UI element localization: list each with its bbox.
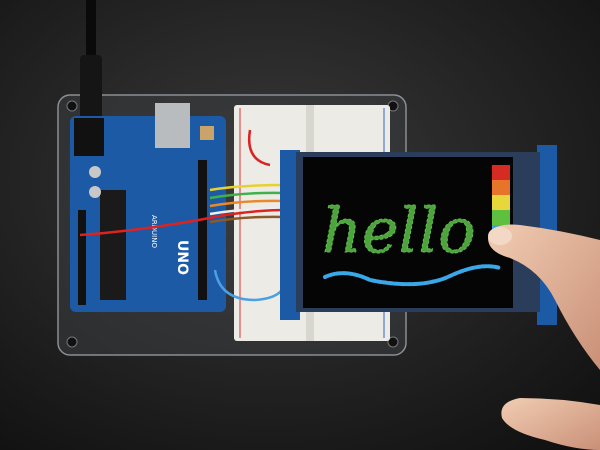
fingernail bbox=[488, 227, 512, 245]
power-cable bbox=[80, 0, 102, 125]
arduino-board: UNO ARDUINO bbox=[70, 103, 226, 312]
plate-screws bbox=[66, 100, 399, 348]
screen-hello-text: hello bbox=[322, 194, 476, 267]
screen-underline-stroke bbox=[323, 264, 502, 287]
board-brand: ARDUINO bbox=[150, 215, 158, 248]
thumb bbox=[501, 398, 600, 450]
board-label: UNO bbox=[174, 240, 190, 275]
color-bar bbox=[492, 195, 510, 210]
color-bar bbox=[492, 165, 510, 180]
color-bar bbox=[492, 180, 510, 195]
color-bar bbox=[492, 210, 510, 225]
finger-pointing bbox=[488, 224, 600, 370]
